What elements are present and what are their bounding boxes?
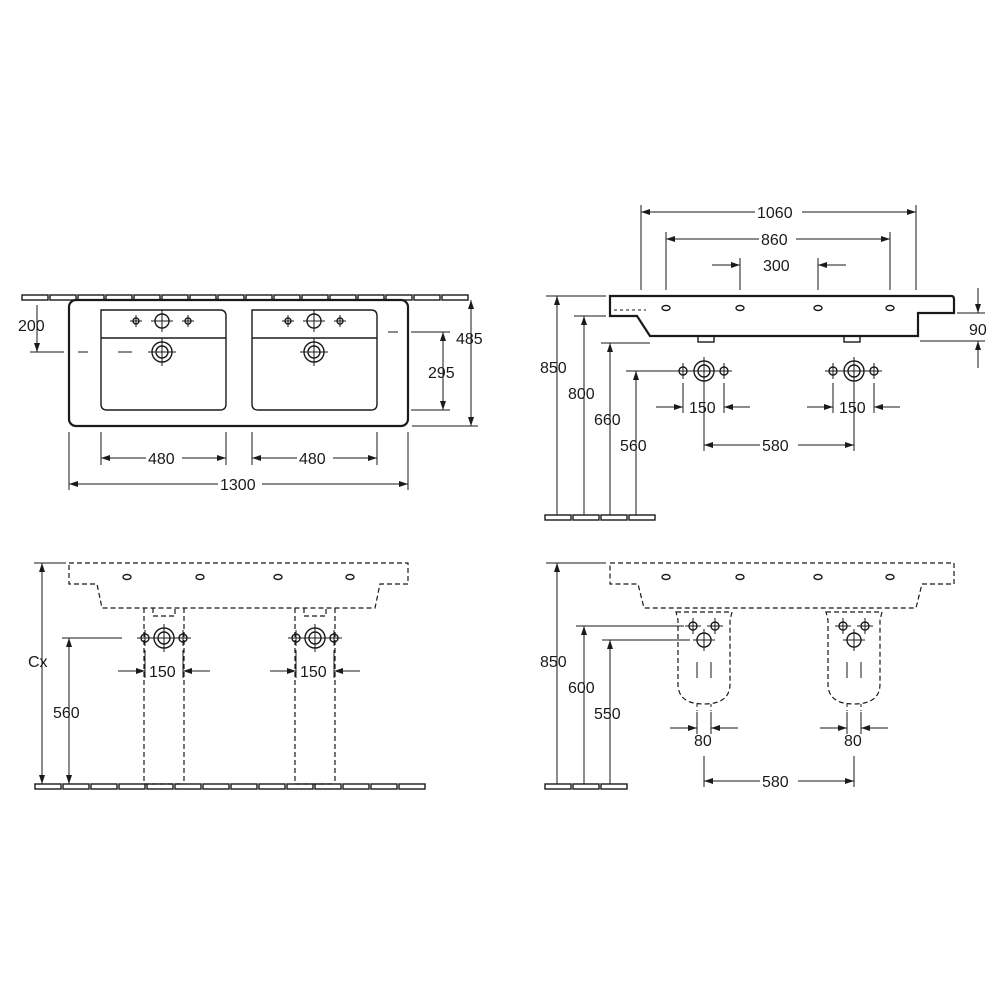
dim-200: 200 [18, 318, 45, 335]
tap-hole-icon [122, 573, 132, 581]
tap-hole-icon [129, 314, 143, 328]
front-view-siphon: 850 600 550 80 80 580 [540, 562, 955, 791]
pedestal-left [143, 608, 185, 785]
tap-hole-icon [661, 304, 671, 312]
dim-300: 300 [763, 258, 790, 275]
tap-hole-icon [195, 573, 205, 581]
dim-550: 550 [594, 706, 621, 723]
water-connection-icon [684, 617, 702, 635]
basin-outline-top [67, 298, 410, 428]
basin-outline-dashed [68, 562, 409, 609]
dim-80-left: 80 [694, 733, 712, 750]
drain-connection-icon [839, 356, 869, 386]
floor-strip [34, 783, 426, 790]
side-view: 1060 860 300 90 850 800 [540, 205, 987, 521]
dim-560: 560 [620, 438, 647, 455]
dim-480-left: 480 [148, 451, 175, 468]
tap-hole-icon [885, 573, 895, 581]
dim-480-right: 480 [299, 451, 326, 468]
water-connection-icon [706, 617, 724, 635]
dim-90: 90 [969, 322, 987, 339]
water-connection-icon [824, 362, 842, 380]
drain-connection-icon [692, 628, 716, 652]
bowl-left [100, 309, 227, 411]
drain-icon [147, 337, 177, 367]
front-view-pedestal: Cx 560 150 150 [28, 562, 426, 790]
water-connection-icon [834, 617, 852, 635]
tap-hole-icon [281, 314, 295, 328]
dim-150-right: 150 [300, 664, 327, 681]
water-connection-icon [325, 629, 343, 647]
dim-560: 560 [53, 705, 80, 722]
tap-hole-icon [813, 573, 823, 581]
water-connection-icon [174, 629, 192, 647]
dim-150-left: 150 [689, 400, 716, 417]
tap-hole-icon [735, 304, 745, 312]
tap-hole-icon [181, 314, 195, 328]
basin-profile-side [608, 294, 956, 338]
water-connection-icon [674, 362, 692, 380]
dim-800: 800 [568, 386, 595, 403]
drain-connection-icon [300, 623, 330, 653]
drain-connection-icon [149, 623, 179, 653]
tap-hole-icon [813, 304, 823, 312]
dim-580: 580 [762, 774, 789, 791]
basin-outline-dashed [609, 562, 955, 609]
bowl-right [251, 309, 378, 411]
dim-cx: Cx [28, 654, 48, 671]
dim-860: 860 [761, 232, 788, 249]
dim-485: 485 [456, 331, 483, 348]
water-connection-icon [856, 617, 874, 635]
siphon-cover-right [825, 611, 883, 705]
floor-strip [544, 514, 656, 521]
drain-icon [299, 337, 329, 367]
dim-580: 580 [762, 438, 789, 455]
top-view: 200 295 485 480 480 1300 [18, 294, 483, 494]
dim-850: 850 [540, 654, 567, 671]
tap-hole-icon [273, 573, 283, 581]
dim-1060: 1060 [757, 205, 793, 222]
tap-hole-icon [302, 309, 326, 333]
water-connection-icon [715, 362, 733, 380]
dim-660: 660 [594, 412, 621, 429]
dim-1300: 1300 [220, 477, 256, 494]
floor-strip [544, 783, 628, 790]
dim-850: 850 [540, 360, 567, 377]
pedestal-right [294, 608, 336, 785]
water-connection-icon [865, 362, 883, 380]
dim-295: 295 [428, 365, 455, 382]
dim-150-right: 150 [839, 400, 866, 417]
dim-80-right: 80 [844, 733, 862, 750]
drain-connection-icon [842, 628, 866, 652]
tap-hole-icon [345, 573, 355, 581]
tap-hole-icon [333, 314, 347, 328]
dim-600: 600 [568, 680, 595, 697]
tap-hole-icon [885, 304, 895, 312]
dim-150-left: 150 [149, 664, 176, 681]
tap-hole-icon [150, 309, 174, 333]
drain-connection-icon [689, 356, 719, 386]
siphon-cover-left [675, 611, 733, 705]
tap-hole-icon [661, 573, 671, 581]
tap-hole-icon [735, 573, 745, 581]
